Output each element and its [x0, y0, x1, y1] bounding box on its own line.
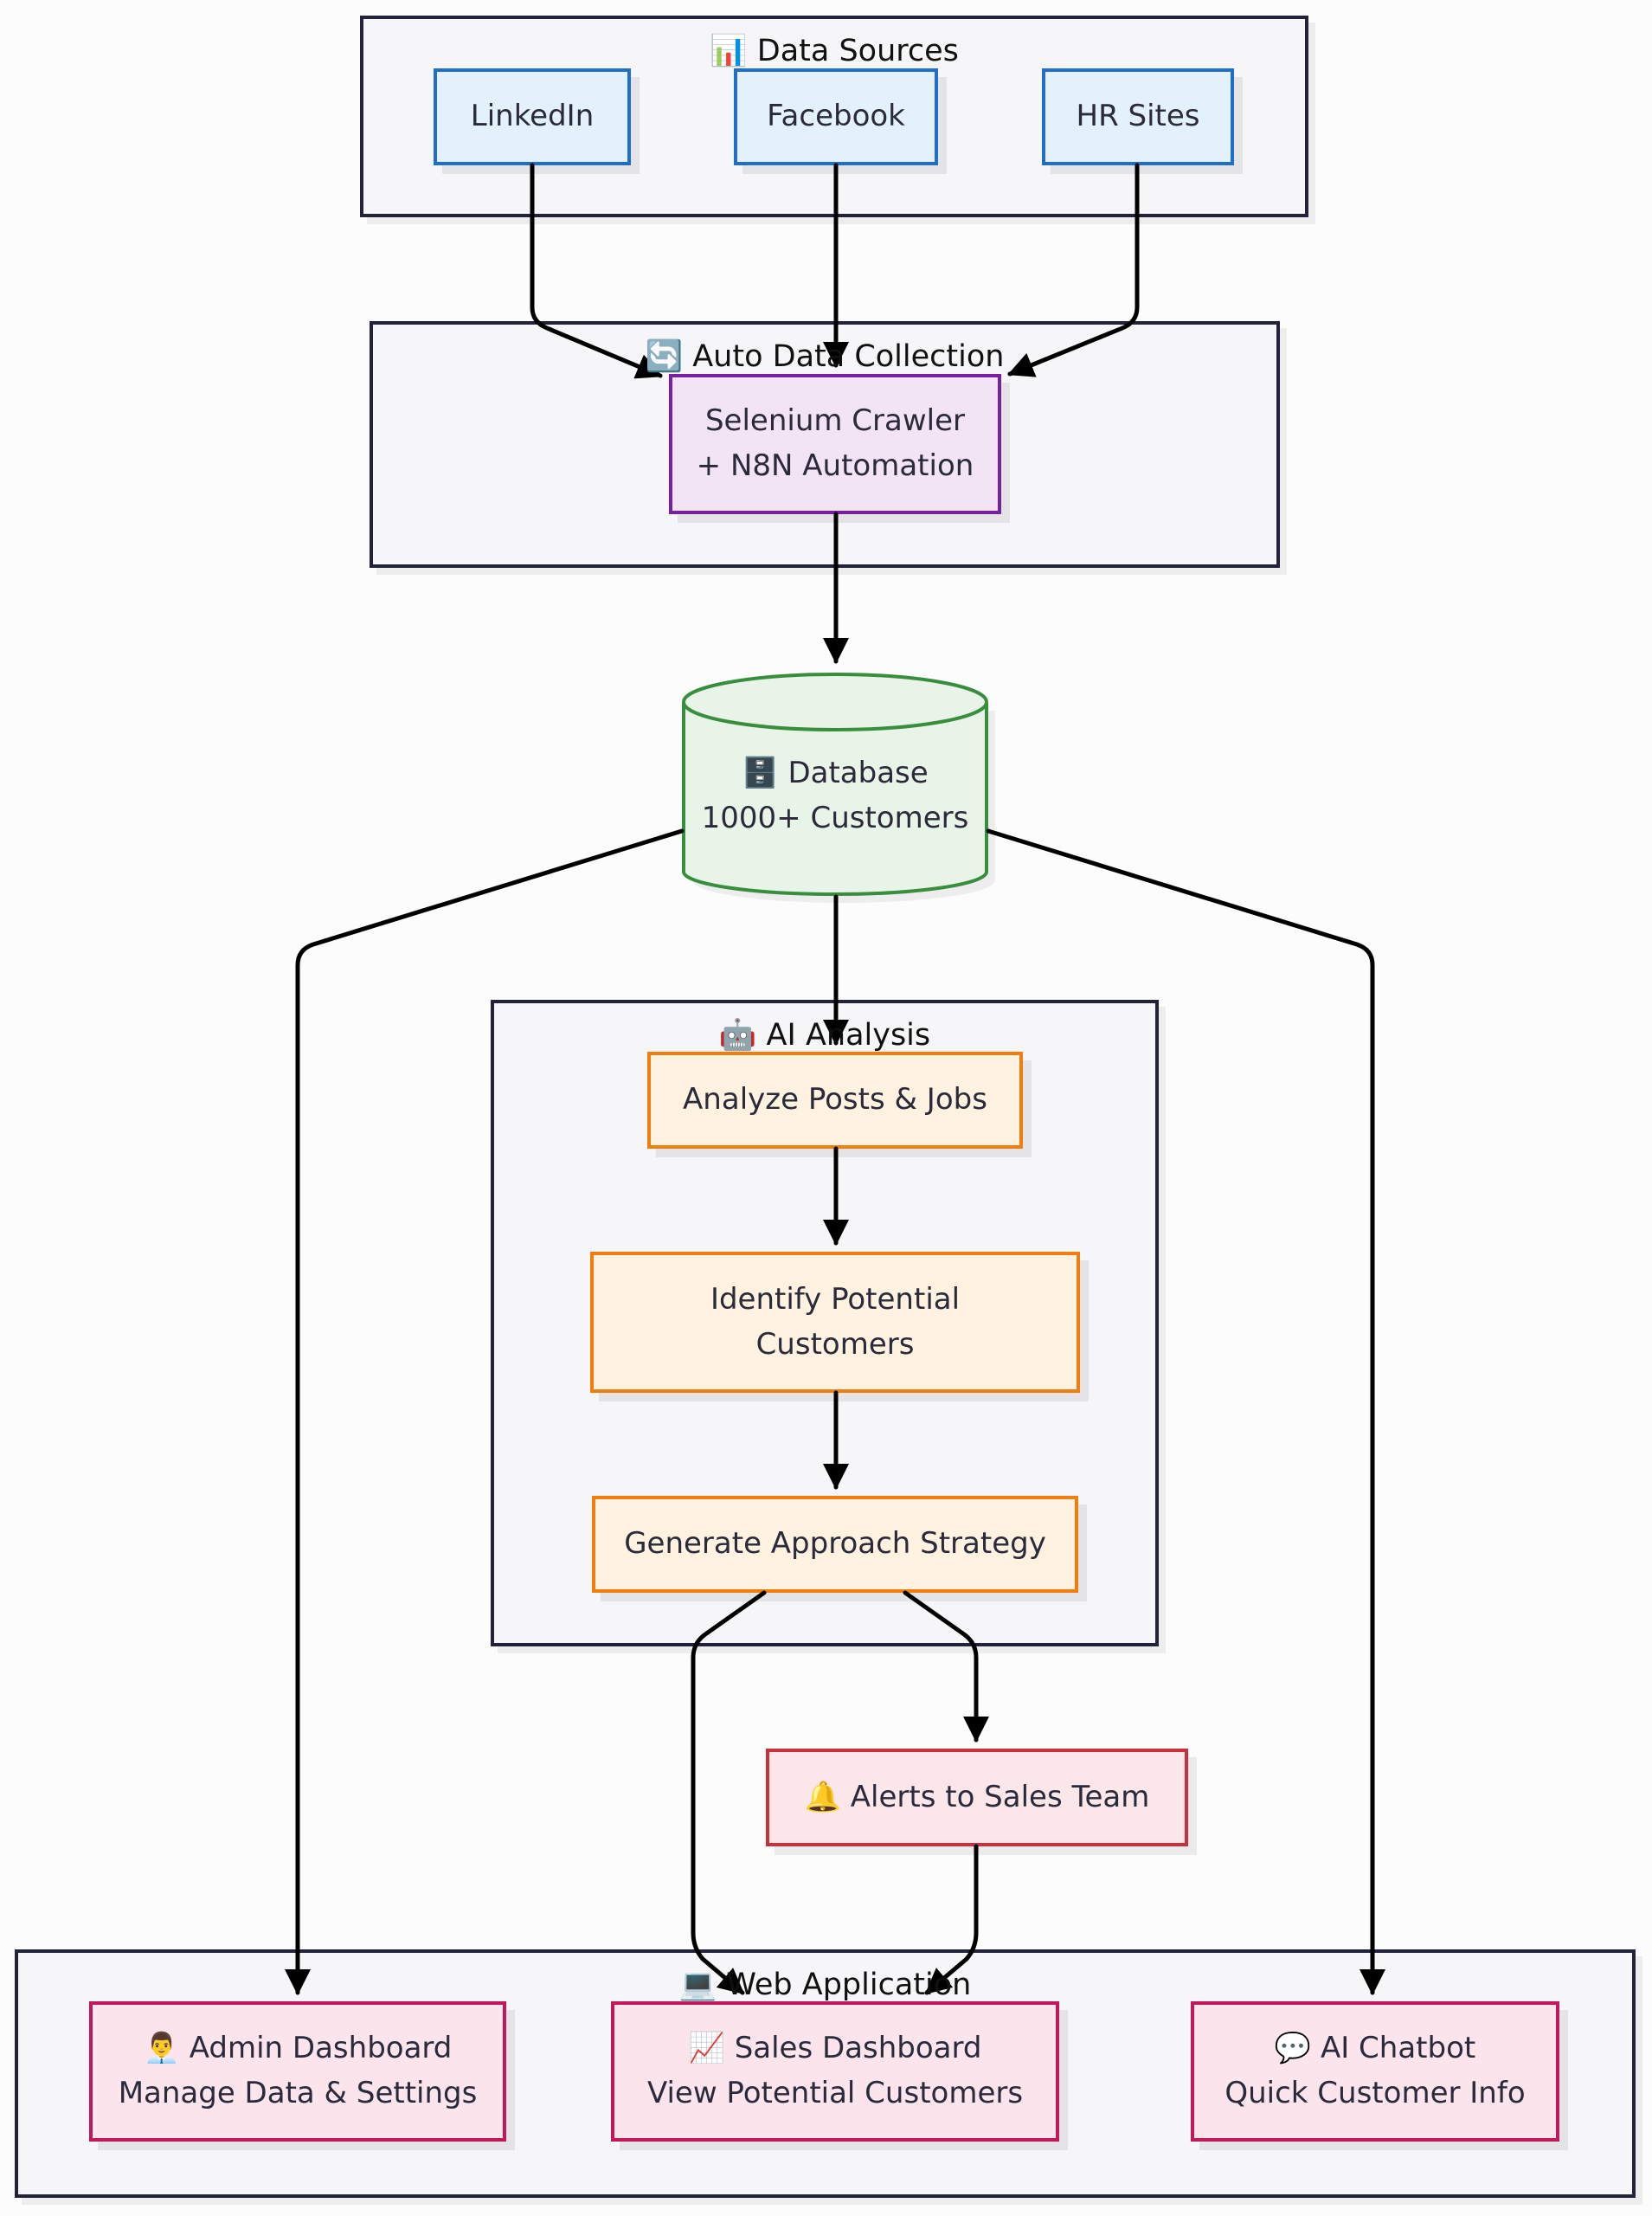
node-label: Analyze Posts & Jobs	[683, 1082, 987, 1118]
node-label: 🔔 Alerts to Sales Team	[804, 1779, 1150, 1814]
node-label: Generate Approach Strategy	[624, 1526, 1046, 1562]
cluster-title-ai-analysis: 🤖 AI Analysis	[718, 1018, 931, 1053]
node-label: 🗄️ Database	[742, 756, 929, 790]
node-label: 📈 Sales Dashboard	[688, 2031, 982, 2066]
node-hr-sites: HR Sites	[1042, 68, 1234, 165]
node-sales-dashboard[interactable]: 📈 Sales Dashboard View Potential Custome…	[611, 2001, 1059, 2142]
node-generate-strategy: Generate Approach Strategy	[592, 1496, 1078, 1593]
node-label: Selenium Crawler	[704, 403, 966, 439]
node-label: Customers	[755, 1326, 915, 1362]
node-label: 1000+ Customers	[701, 800, 969, 835]
node-selenium-crawler: Selenium Crawler + N8N Automation	[669, 374, 1001, 514]
cluster-title-web-application: 💻 Web Application	[678, 1968, 972, 2002]
node-label: Manage Data & Settings	[118, 2076, 478, 2110]
node-label: HR Sites	[1076, 99, 1200, 134]
node-label: Facebook	[767, 99, 905, 134]
node-identify-customers: Identify Potential Customers	[590, 1252, 1080, 1393]
node-label: LinkedIn	[470, 99, 595, 134]
node-alerts-sales-team: 🔔 Alerts to Sales Team	[766, 1749, 1188, 1846]
node-database: 🗄️ Database 1000+ Customers	[684, 751, 987, 841]
node-analyze-posts: Analyze Posts & Jobs	[647, 1052, 1023, 1149]
node-label: Identify Potential	[710, 1281, 961, 1317]
node-label: 👨‍💼 Admin Dashboard	[143, 2031, 453, 2066]
node-label: Quick Customer Info	[1225, 2076, 1526, 2110]
cluster-title-auto-collection: 🔄 Auto Data Collection	[645, 339, 1005, 374]
node-ai-chatbot[interactable]: 💬 AI Chatbot Quick Customer Info	[1191, 2001, 1559, 2142]
node-label: View Potential Customers	[646, 2076, 1024, 2110]
cluster-title-data-sources: 📊 Data Sources	[710, 34, 959, 68]
node-label: 💬 AI Chatbot	[1274, 2031, 1476, 2066]
node-linkedin: LinkedIn	[434, 68, 631, 165]
node-admin-dashboard[interactable]: 👨‍💼 Admin Dashboard Manage Data & Settin…	[89, 2001, 506, 2142]
node-label: + N8N Automation	[696, 448, 974, 483]
node-facebook: Facebook	[734, 68, 938, 165]
